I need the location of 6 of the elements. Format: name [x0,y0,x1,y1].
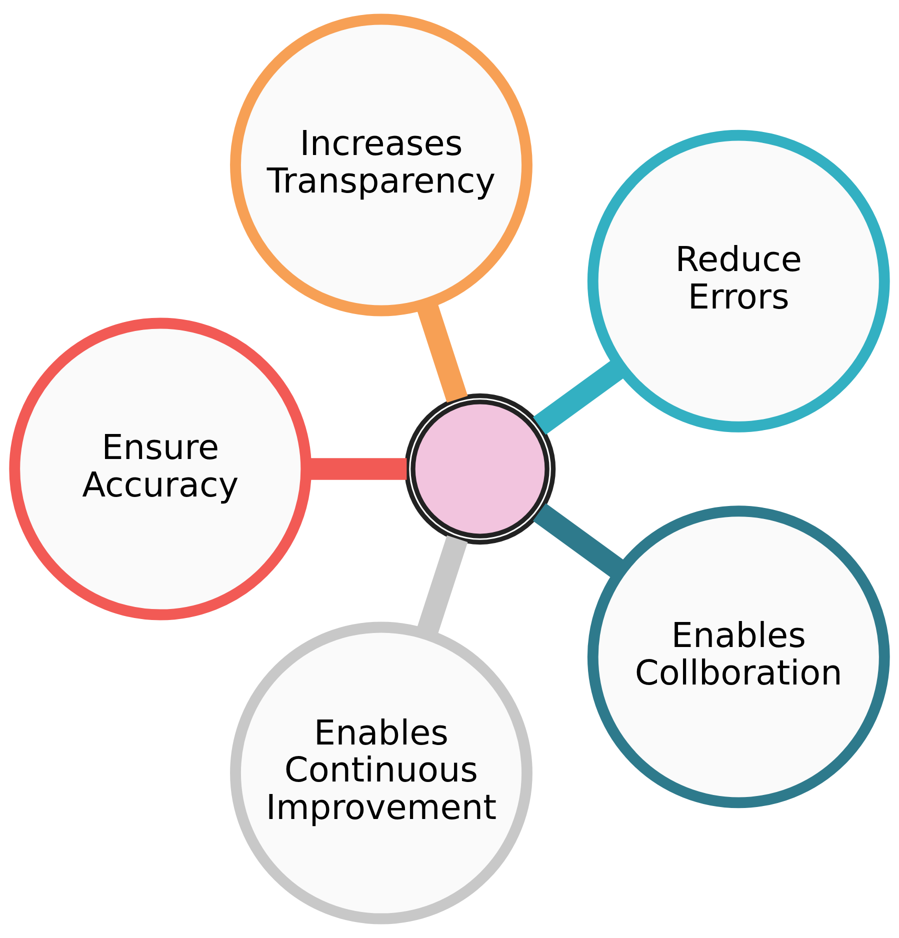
node-circle: Enables Collboration [587,506,890,808]
node-circle: Ensure Accuracy [9,318,312,620]
node-circle [404,393,556,545]
node-circle: Reduce Errors [587,130,890,432]
node-circle: Enables Continuous Improvement [230,622,532,924]
node-circle: Increases Transparency [230,14,532,316]
